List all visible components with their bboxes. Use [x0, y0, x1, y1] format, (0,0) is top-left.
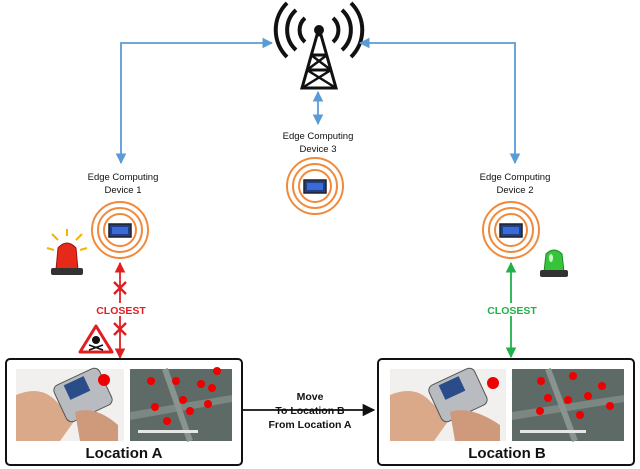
- edge-device-1: [91, 201, 149, 259]
- edge-device-2: [482, 201, 540, 259]
- location-b-label: Location B: [468, 445, 546, 462]
- network-links: [115, 37, 521, 165]
- closest-label-a: CLOSEST: [96, 305, 146, 317]
- location-a-label: Location A: [86, 445, 163, 462]
- cell-tower-icon: [273, 1, 365, 90]
- device3-label-line1: Edge Computing: [283, 131, 354, 142]
- phone-user-photo: [16, 367, 124, 441]
- traffic-photo: [512, 367, 624, 443]
- closest-link-a: [95, 261, 147, 360]
- link-tower-device1: [115, 37, 274, 165]
- traffic-photo: [130, 367, 232, 442]
- phone-user-photo: [390, 367, 506, 441]
- closest-link-b: [486, 261, 538, 359]
- closest-label-b: CLOSEST: [487, 305, 537, 317]
- device2-label-line1: Edge Computing: [480, 172, 551, 183]
- move-label-line2: To Location B: [275, 405, 345, 417]
- device1-label-line1: Edge Computing: [88, 172, 159, 183]
- move-label-line1: Move: [297, 391, 324, 403]
- device3-label-line2: Device 3: [300, 144, 337, 155]
- edge-device-3: [286, 157, 344, 215]
- device1-label-line2: Device 1: [105, 185, 142, 196]
- skull-warning-icon: [78, 324, 114, 354]
- location-b-box: [377, 358, 635, 466]
- link-tower-device2: [358, 37, 521, 165]
- device2-label-line2: Device 2: [497, 185, 534, 196]
- red-alarm-beacon-icon: [46, 229, 88, 275]
- location-a-box: [5, 358, 243, 466]
- move-label-line3: From Location A: [268, 419, 351, 431]
- green-beacon-icon: [540, 249, 568, 277]
